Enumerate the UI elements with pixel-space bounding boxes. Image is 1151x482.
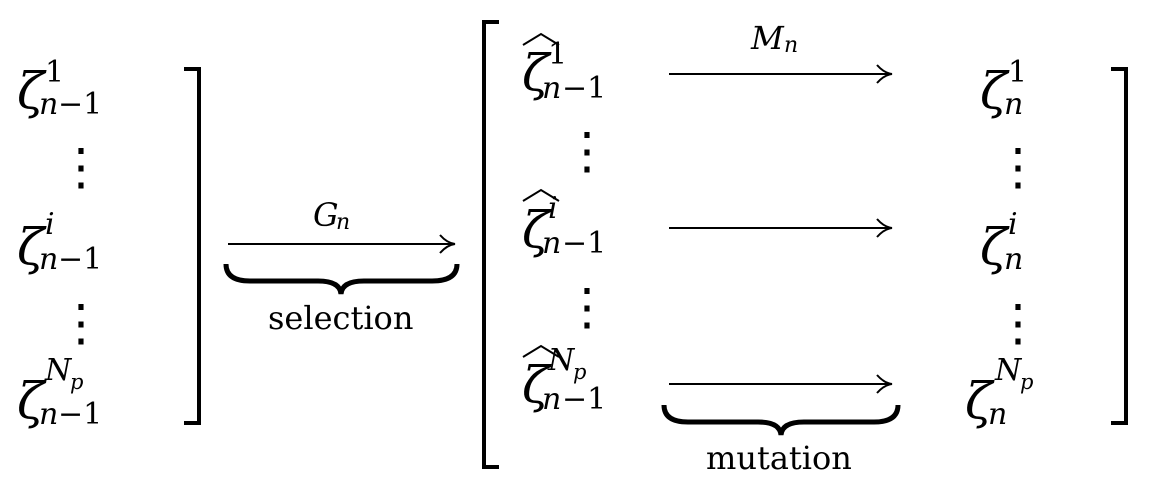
middle-zeta-np-sub-minus: −1: [562, 382, 607, 417]
left-zeta-np: ζ: [17, 372, 45, 430]
left-zeta-i-sup: i: [45, 207, 55, 242]
middle-hat-i: [522, 188, 560, 202]
left-zeta-i: ζ: [17, 218, 45, 276]
left-zeta-i-sub-n: n: [39, 242, 59, 277]
middle-zeta-1-sub-n: n: [542, 71, 562, 106]
selection-arrow: [228, 234, 456, 254]
left-zeta-i-sub-minus: −1: [58, 242, 103, 277]
left-vdots-1: ⋮: [56, 138, 106, 196]
right-zeta-i-sub: n: [1004, 242, 1024, 277]
right-vdots-2: ⋮: [993, 294, 1043, 352]
mutation-operator-symbol: M: [751, 19, 784, 57]
middle-hat-np: [522, 344, 560, 358]
left-zeta-1-sup: 1: [45, 55, 65, 90]
right-zeta-i: ζ: [980, 218, 1008, 276]
left-zeta-np-sup: N: [45, 353, 72, 388]
right-zeta-np-sub: n: [988, 397, 1008, 432]
middle-zeta-np: ζ: [522, 356, 550, 414]
middle-group-opening-bracket: [482, 20, 499, 469]
left-group-closing-bracket: [184, 67, 201, 425]
right-group-closing-bracket: [1111, 67, 1128, 425]
selection-operator-symbol: G: [313, 196, 339, 234]
left-zeta-np-sub-minus: −1: [58, 397, 103, 432]
right-zeta-np: ζ: [965, 372, 993, 430]
middle-zeta-i-sub-minus: −1: [562, 226, 607, 261]
middle-zeta-i-sup: i: [548, 191, 558, 226]
middle-zeta-1: ζ: [522, 44, 550, 102]
mutation-operator-index: n: [784, 33, 799, 58]
right-zeta-np-sup: N: [995, 353, 1022, 388]
right-zeta-np-sup-index: p: [1020, 370, 1034, 394]
middle-zeta-np-sup: N: [548, 343, 575, 378]
left-vdots-2: ⋮: [56, 294, 106, 352]
left-zeta-1-sub-n: n: [39, 87, 59, 122]
mutation-label: mutation: [706, 439, 852, 477]
selection-operator-index: n: [336, 210, 351, 235]
selection-label: selection: [268, 299, 414, 337]
mutation-underbrace: [661, 404, 901, 436]
mutation-arrow-np: [669, 374, 893, 394]
left-zeta-1: ζ: [17, 62, 45, 120]
mutation-arrow-1: [669, 64, 893, 84]
left-zeta-np-sub-n: n: [39, 397, 59, 432]
right-zeta-i-sup: i: [1008, 207, 1018, 242]
middle-vdots-1: ⋮: [562, 122, 612, 180]
left-zeta-1-sub-minus: −1: [58, 87, 103, 122]
middle-zeta-np-sub-n: n: [542, 382, 562, 417]
middle-zeta-1-sub-minus: −1: [562, 71, 607, 106]
mutation-arrow-i: [669, 218, 893, 238]
right-zeta-1-sup: 1: [1008, 55, 1028, 90]
selection-underbrace: [223, 263, 460, 295]
middle-hat-1: [522, 32, 560, 46]
right-zeta-1-sub: n: [1004, 87, 1024, 122]
middle-zeta-i: ζ: [522, 201, 550, 259]
right-zeta-1: ζ: [980, 62, 1008, 120]
middle-vdots-2: ⋮: [562, 278, 612, 336]
middle-zeta-np-sup-index: p: [573, 360, 587, 384]
middle-zeta-1-sup: 1: [548, 37, 568, 72]
left-zeta-np-sup-index: p: [70, 370, 84, 394]
right-vdots-1: ⋮: [993, 138, 1043, 196]
middle-zeta-i-sub-n: n: [542, 226, 562, 261]
